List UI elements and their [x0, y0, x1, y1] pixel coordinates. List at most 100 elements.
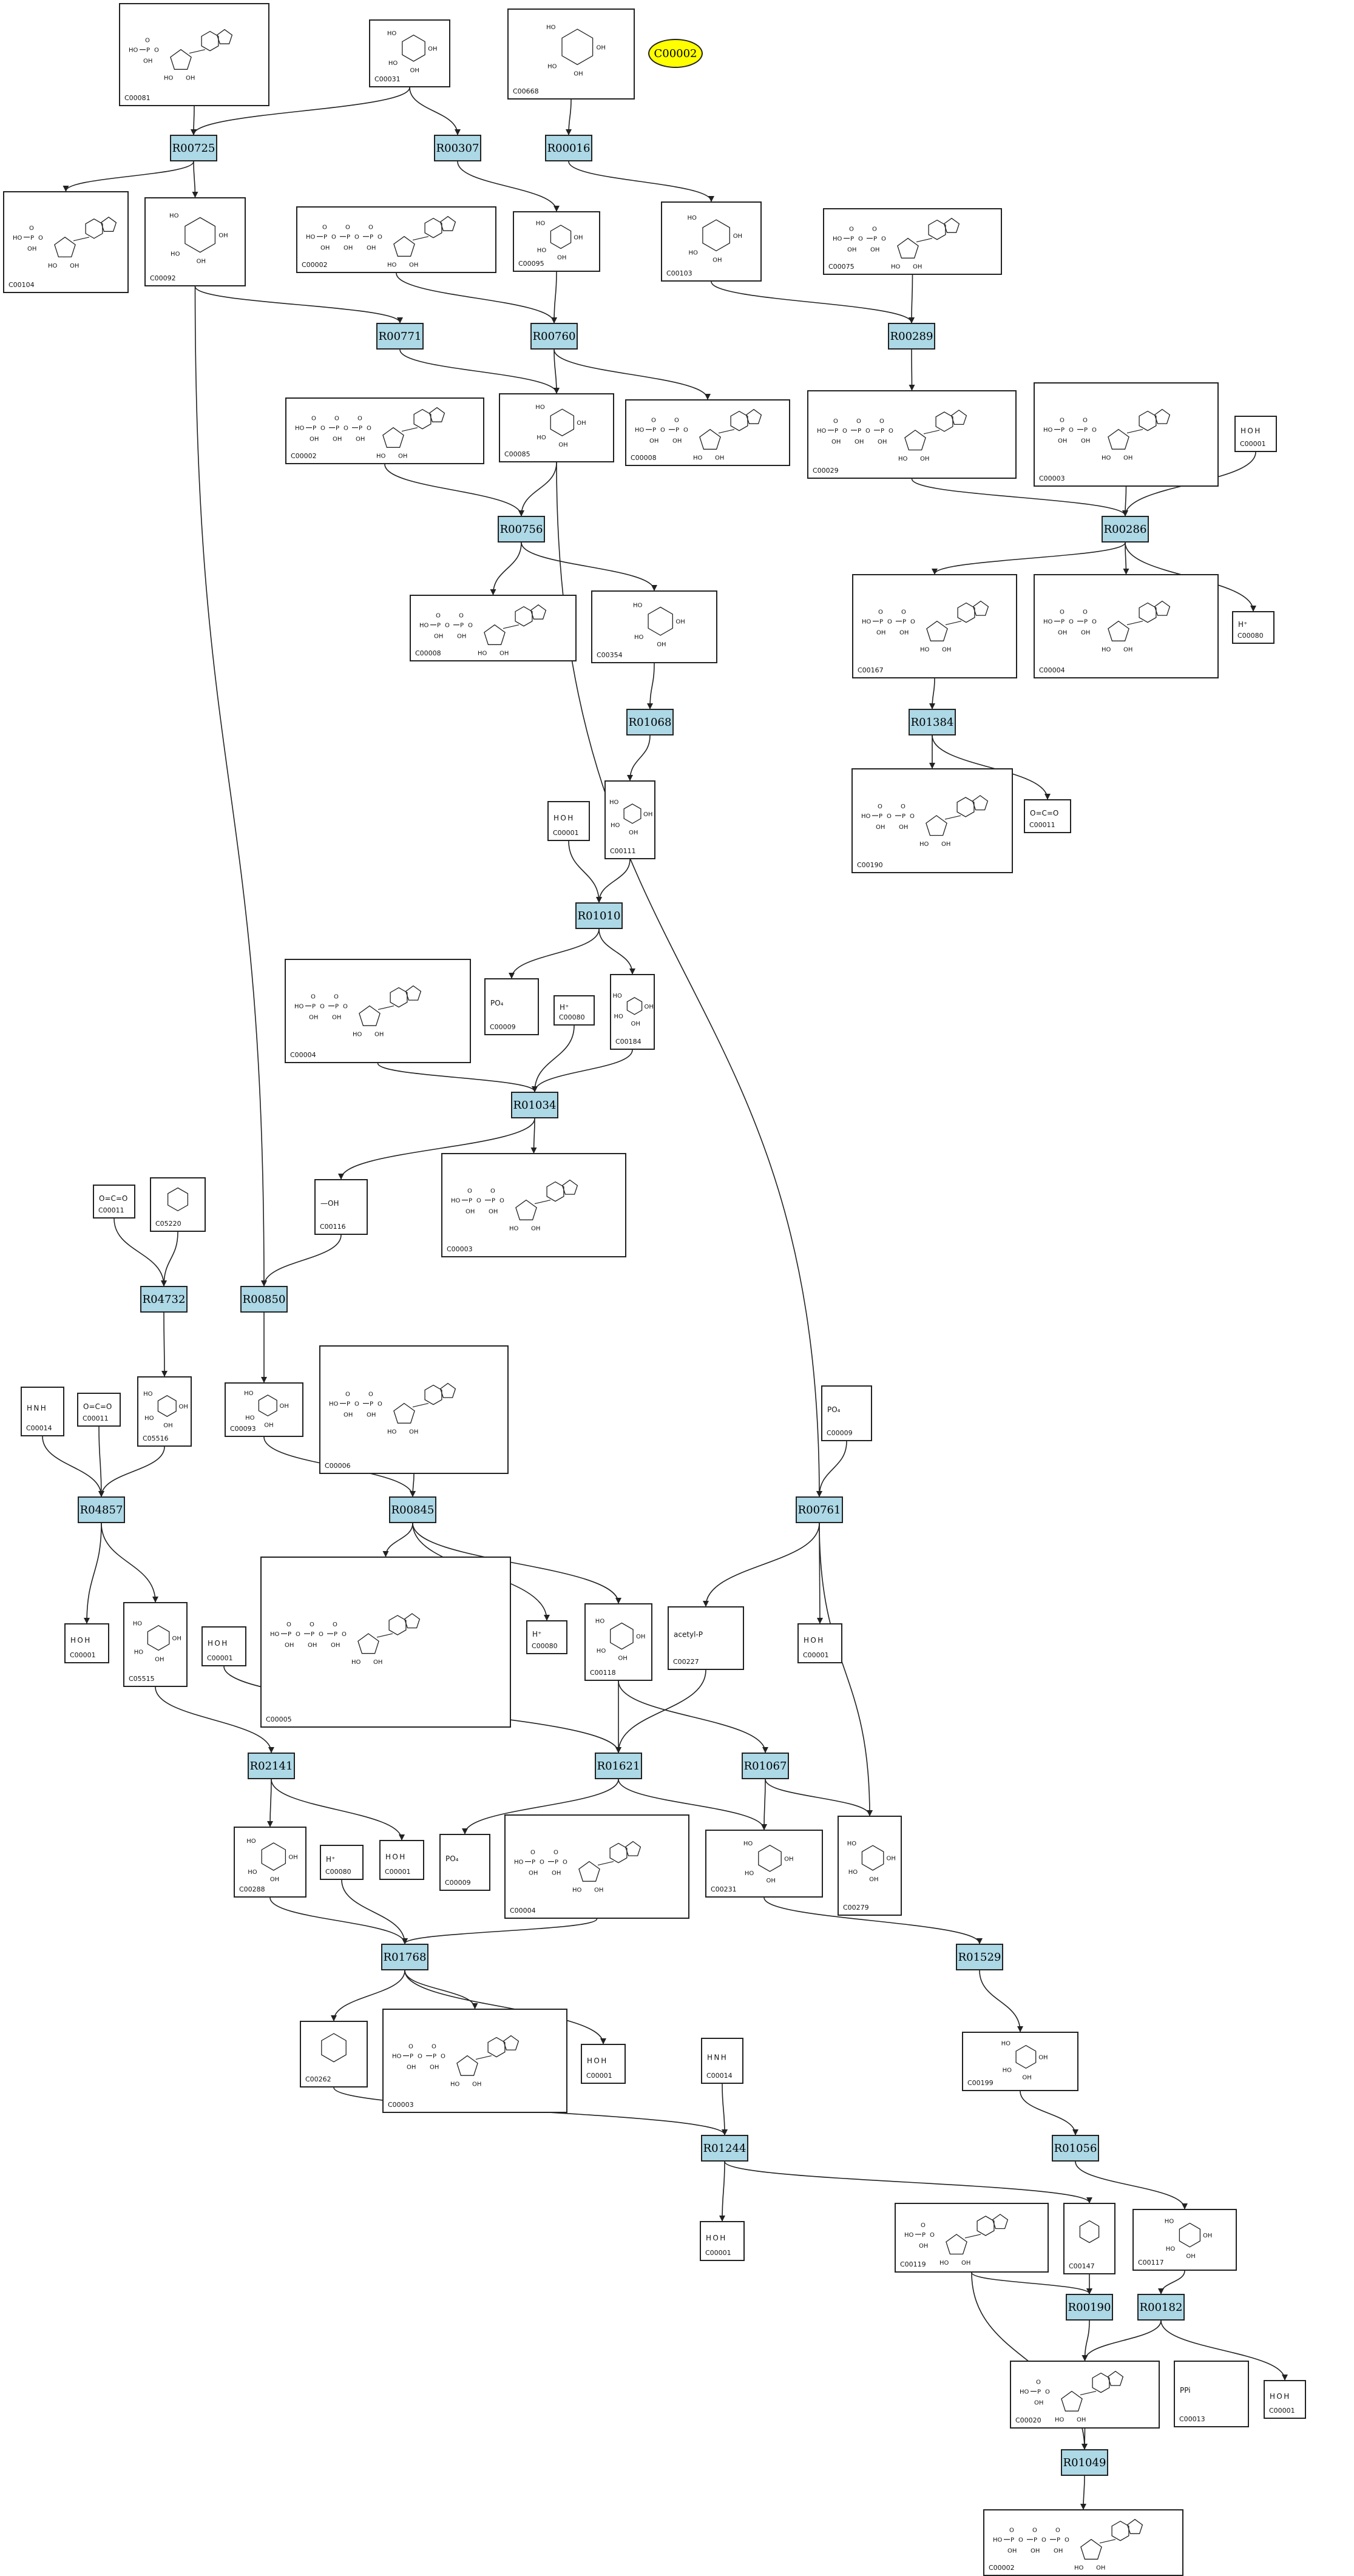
reaction-r01384[interactable]: R01384	[909, 709, 956, 735]
reaction-r00760[interactable]: R00760	[530, 323, 578, 350]
reaction-r00761[interactable]: R00761	[796, 1496, 843, 1523]
reaction-r01067[interactable]: R01067	[742, 1753, 789, 1779]
compound-box[interactable]: H⁺C00080	[1232, 611, 1274, 644]
reaction-r04857[interactable]: R04857	[78, 1496, 125, 1523]
svg-text:O: O	[286, 1621, 291, 1628]
reaction-r01056[interactable]: R01056	[1052, 2135, 1099, 2162]
reaction-r02141[interactable]: R02141	[248, 1753, 295, 1779]
svg-text:O: O	[901, 609, 906, 616]
reaction-r00190[interactable]: R00190	[1066, 2294, 1113, 2321]
reaction-r00850[interactable]: R00850	[240, 1286, 288, 1313]
reaction-r01621[interactable]: R01621	[595, 1753, 642, 1779]
svg-text:OH: OH	[465, 1209, 475, 1215]
compound-id: C00002	[989, 2564, 1015, 2572]
reaction-r00182[interactable]: R00182	[1137, 2294, 1185, 2321]
reaction-r00016[interactable]: R00016	[545, 135, 592, 161]
compound-box[interactable]: C00262	[300, 2021, 368, 2088]
compound-id: C00008	[631, 454, 657, 462]
reaction-r01768[interactable]: R01768	[381, 1944, 428, 1970]
reaction-r00286[interactable]: R00286	[1102, 516, 1149, 543]
reaction-r01010[interactable]: R01010	[575, 902, 623, 929]
reaction-r01034[interactable]: R01034	[511, 1092, 558, 1118]
reaction-r00725[interactable]: R00725	[170, 135, 217, 161]
reaction-r00771[interactable]: R00771	[376, 323, 424, 350]
reaction-r00289[interactable]: R00289	[888, 323, 935, 350]
compound-box[interactable]: H⁺C00080	[526, 1620, 567, 1654]
compound-box[interactable]: H⁺C00080	[320, 1845, 364, 1880]
reaction-r01049[interactable]: R01049	[1061, 2449, 1108, 2476]
reaction-r01068[interactable]: R01068	[626, 709, 674, 735]
reaction-r01244[interactable]: R01244	[701, 2135, 748, 2162]
reaction-r00307[interactable]: R00307	[434, 135, 481, 161]
compound-box[interactable]: H⁺C00080	[553, 995, 595, 1026]
compound-box[interactable]: C00147	[1063, 2203, 1115, 2274]
reaction-r00756[interactable]: R00756	[498, 516, 545, 543]
reaction-r04732[interactable]: R04732	[140, 1286, 188, 1313]
svg-text:OH: OH	[367, 1412, 376, 1419]
compound-box[interactable]: C05220	[150, 1177, 206, 1232]
reaction-r00845[interactable]: R00845	[389, 1496, 436, 1523]
highlight-node-c00002[interactable]: C00002	[648, 39, 703, 68]
reaction-r01529[interactable]: R01529	[956, 1944, 1003, 1970]
